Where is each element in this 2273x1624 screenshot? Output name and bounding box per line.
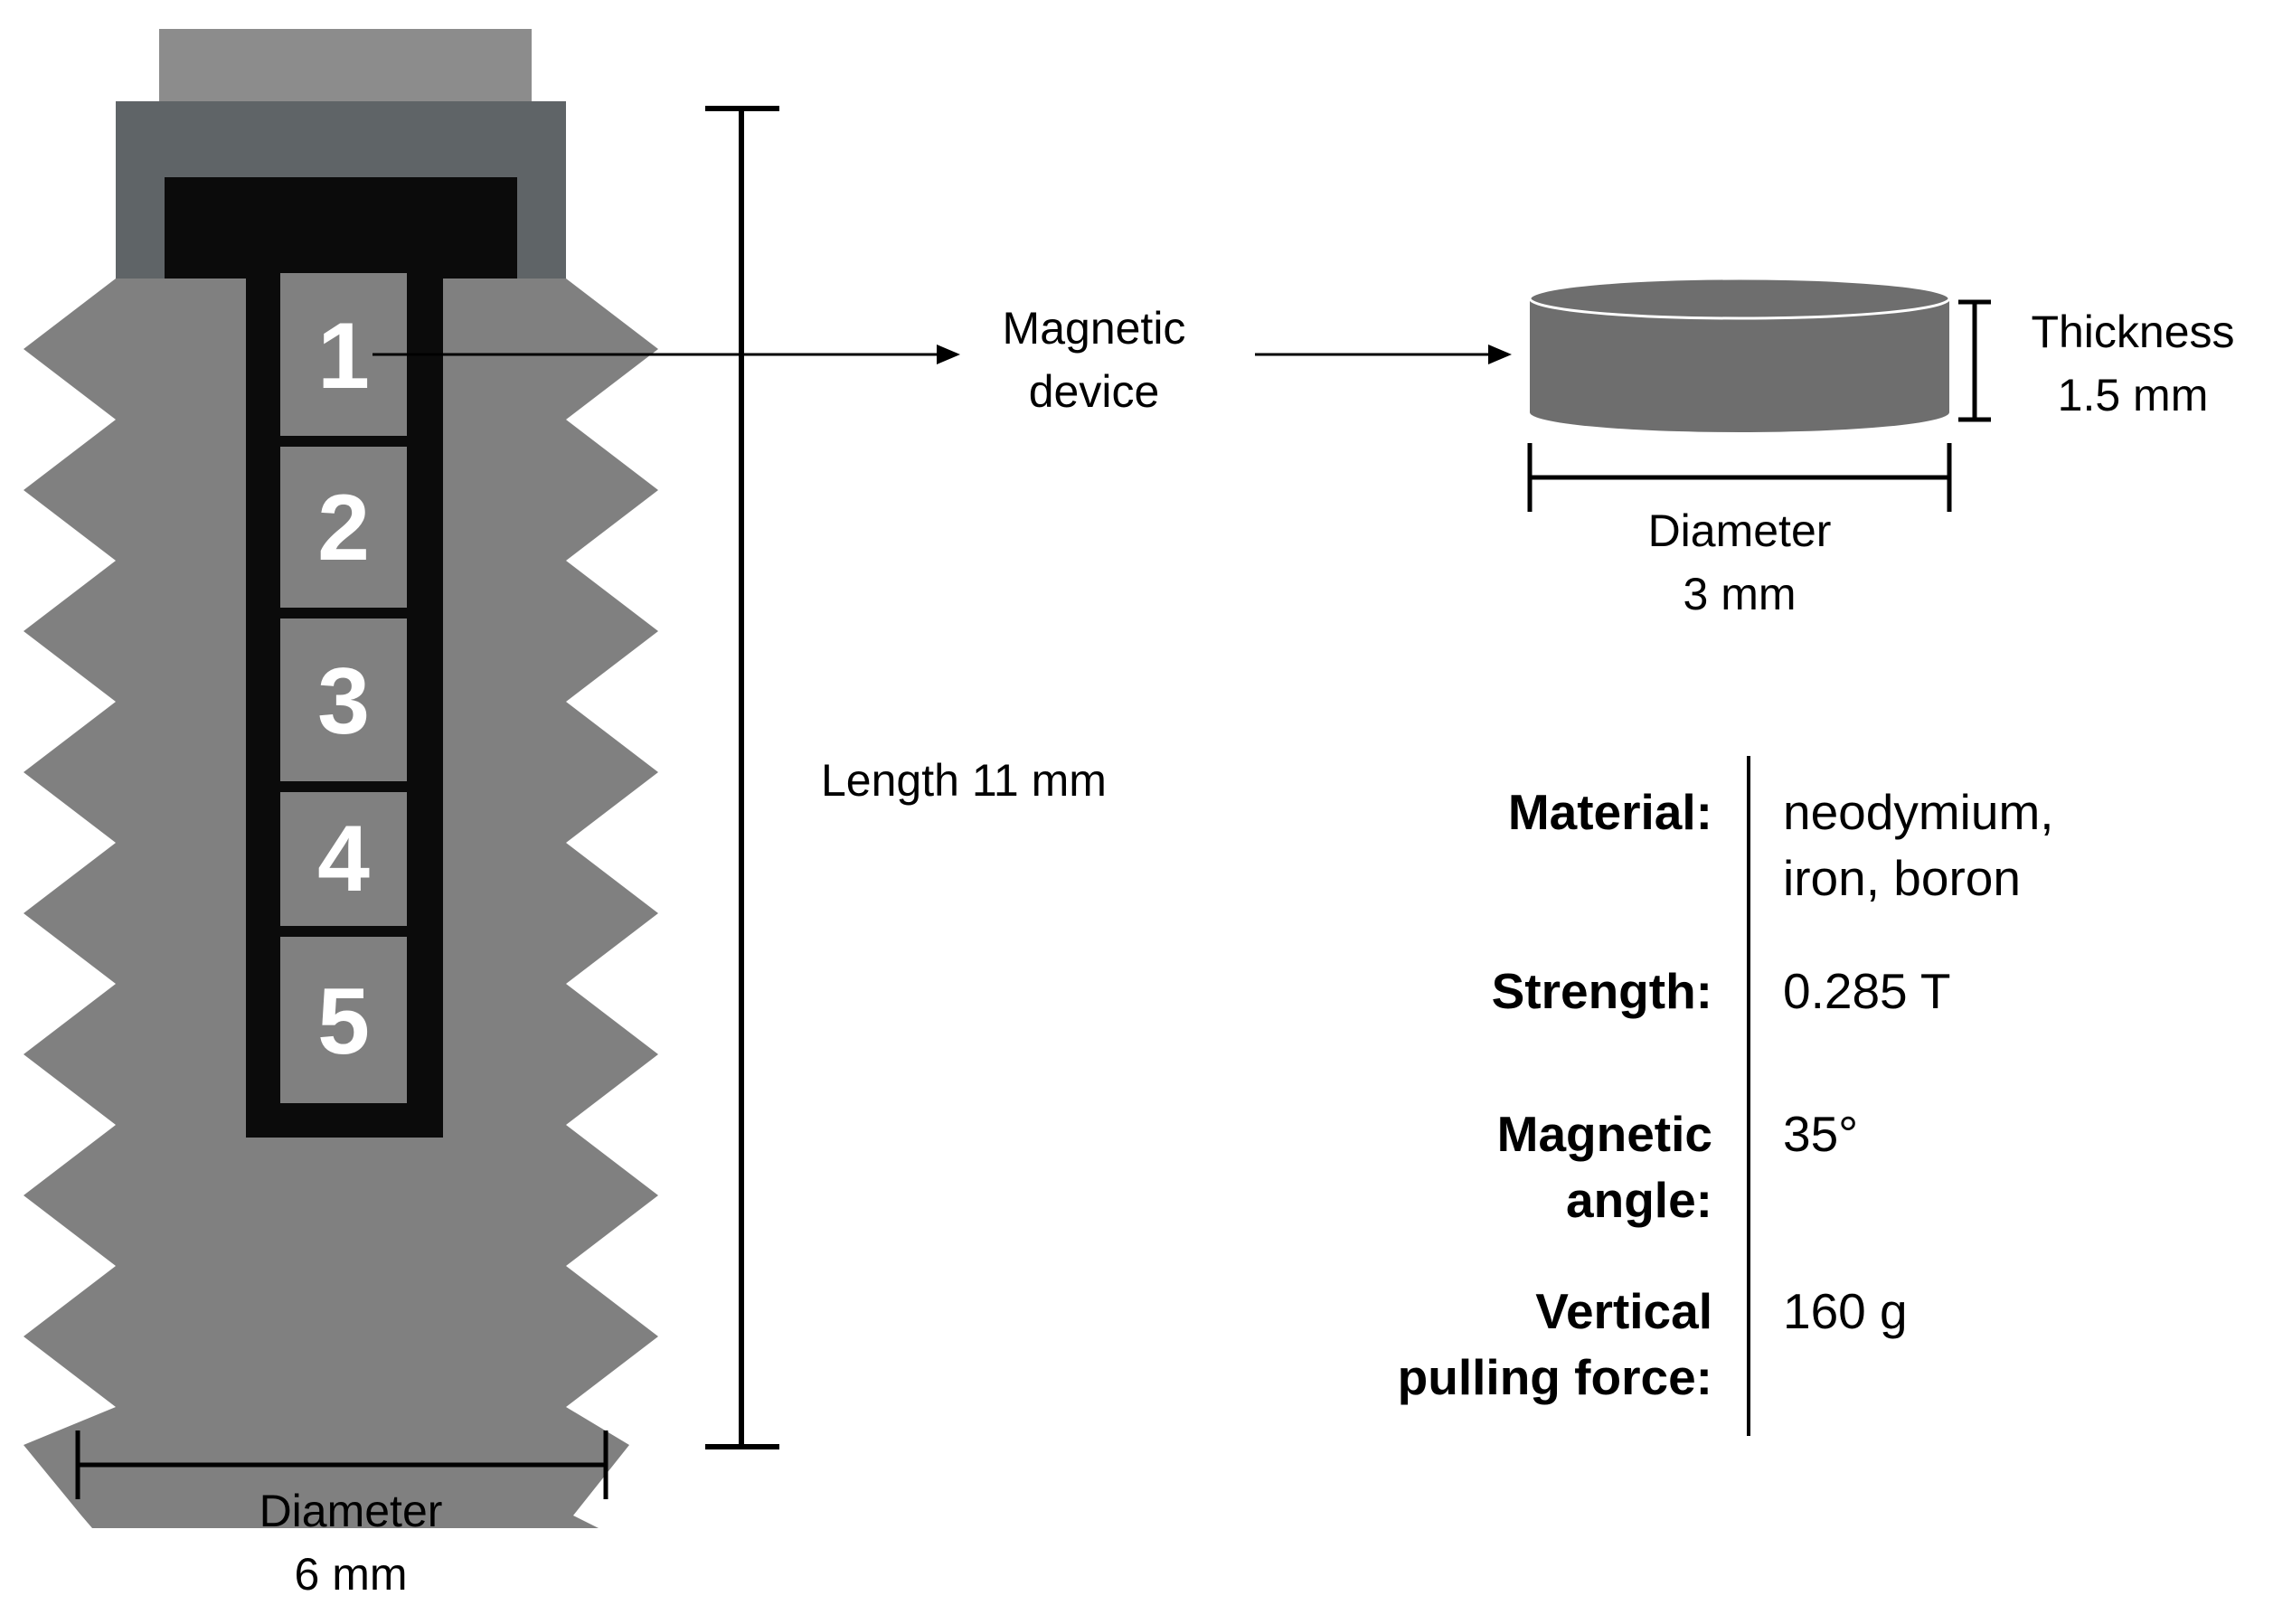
property-value-strength-line-1: 0.285 T <box>1783 963 1951 1019</box>
property-value-material: neodymium, iron, boron <box>1783 779 2253 911</box>
property-name-strength-line-1: Strength: <box>1491 963 1712 1019</box>
segment-label-1: 1 <box>317 304 370 409</box>
segment-label-4: 4 <box>317 807 370 911</box>
property-name-vertical-pulling-force-line-1: Vertical <box>1535 1283 1712 1339</box>
magnet-disc-body <box>1530 298 1949 432</box>
thickness-label-title: Thickness <box>2031 307 2235 357</box>
property-name-magnetic-angle-line-2: angle: <box>1566 1172 1712 1228</box>
property-value-material-line-2: iron, boron <box>1783 850 2021 906</box>
thickness-label-value: 1.5 mm <box>2057 370 2209 420</box>
property-name-magnetic-angle: Magnetic angle: <box>1080 1101 1712 1233</box>
segment-block-3 <box>280 618 407 781</box>
property-value-magnetic-angle: 35° <box>1783 1101 2253 1167</box>
callout-label-line-1: Magnetic <box>1002 303 1186 354</box>
implant-diameter-label-title: Diameter <box>259 1486 443 1536</box>
segment-block-4 <box>280 792 407 926</box>
magnet-diameter-label-title: Diameter <box>1647 505 1832 556</box>
property-value-vertical-pulling-force-line-1: 160 g <box>1783 1283 1908 1339</box>
magnet-disc-top <box>1528 277 1951 320</box>
property-name-magnetic-angle-line-1: Magnetic <box>1496 1106 1712 1162</box>
segment-label-2: 2 <box>317 476 370 581</box>
implant-diameter-label: Diameter 6 mm <box>206 1479 495 1606</box>
implant-diameter-label-value: 6 mm <box>294 1549 408 1600</box>
length-label: Length 11 mm <box>821 755 1107 806</box>
magnet-diameter-label: Diameter 3 mm <box>1604 499 1875 626</box>
property-name-strength: Strength: <box>1080 958 1712 1024</box>
property-name-vertical-pulling-force: Vertical pulling force: <box>1080 1279 1712 1411</box>
property-name-material-line-1: Material: <box>1507 784 1712 840</box>
implant-cap <box>159 29 532 103</box>
implant-channel-head <box>165 177 517 279</box>
segment-block-5 <box>280 937 407 1103</box>
property-name-material: Material: <box>1080 779 1712 845</box>
callout-arrowhead-2 <box>1488 345 1512 364</box>
segment-label-3: 3 <box>317 649 370 754</box>
callout-label: Magnetic device <box>931 297 1257 423</box>
callout-arrowhead-1 <box>937 345 960 364</box>
callout-label-line-2: device <box>1028 366 1160 417</box>
property-value-material-line-1: neodymium, <box>1783 784 2054 840</box>
thickness-label: Thickness 1.5 mm <box>2002 300 2264 427</box>
segment-label-5: 5 <box>317 969 370 1074</box>
property-value-magnetic-angle-line-1: 35° <box>1783 1106 1859 1162</box>
property-value-vertical-pulling-force: 160 g <box>1783 1279 2253 1345</box>
segment-block-2 <box>280 447 407 608</box>
property-name-vertical-pulling-force-line-2: pulling force: <box>1397 1349 1712 1405</box>
property-value-strength: 0.285 T <box>1783 958 2253 1024</box>
magnet-diameter-label-value: 3 mm <box>1683 569 1797 619</box>
